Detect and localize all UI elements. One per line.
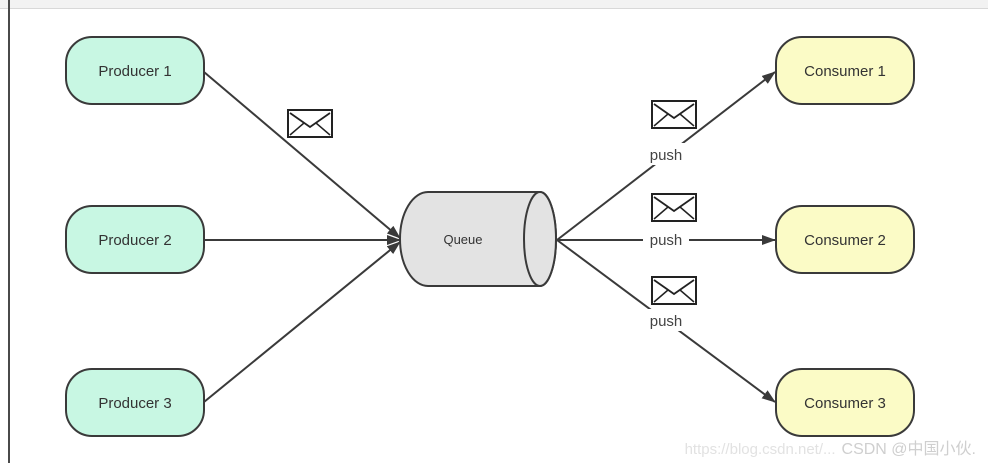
watermark-url: https://blog.csdn.net/... xyxy=(684,441,836,458)
top-toolbar-strip xyxy=(0,0,988,9)
consumer-1-label: Consumer 1 xyxy=(804,63,886,80)
envelope-icon xyxy=(651,276,697,305)
consumer-node-2[interactable]: Consumer 2 xyxy=(775,205,915,274)
envelope-icon xyxy=(651,193,697,222)
producer-2-label: Producer 2 xyxy=(98,232,171,249)
push-label-3-text: push xyxy=(650,313,683,330)
consumer-3-label: Consumer 3 xyxy=(804,395,886,412)
watermark-brand: CSDN @中国小伙. xyxy=(841,441,976,458)
envelope-icon xyxy=(287,109,333,138)
push-label-3: push xyxy=(643,309,689,331)
producer-1-label: Producer 1 xyxy=(98,63,171,80)
queue-label: Queue xyxy=(443,232,482,247)
edge-producer-1-queue xyxy=(203,71,401,239)
left-border xyxy=(8,0,10,463)
push-label-1-text: push xyxy=(650,147,683,164)
producer-node-3[interactable]: Producer 3 xyxy=(65,368,205,437)
envelope-icon xyxy=(651,100,697,129)
edge-producer-3-queue xyxy=(203,241,401,403)
producer-edges xyxy=(203,71,401,403)
consumer-2-label: Consumer 2 xyxy=(804,232,886,249)
producer-node-2[interactable]: Producer 2 xyxy=(65,205,205,274)
producer-node-1[interactable]: Producer 1 xyxy=(65,36,205,105)
consumer-node-1[interactable]: Consumer 1 xyxy=(775,36,915,105)
push-label-2-text: push xyxy=(650,232,683,249)
producer-3-label: Producer 3 xyxy=(98,395,171,412)
push-label-1: push xyxy=(643,143,689,165)
watermark: https://blog.csdn.net/... CSDN @中国小伙. xyxy=(685,435,976,459)
consumer-node-3[interactable]: Consumer 3 xyxy=(775,368,915,437)
push-label-2: push xyxy=(643,228,689,250)
queue-node[interactable]: Queue xyxy=(399,191,557,287)
